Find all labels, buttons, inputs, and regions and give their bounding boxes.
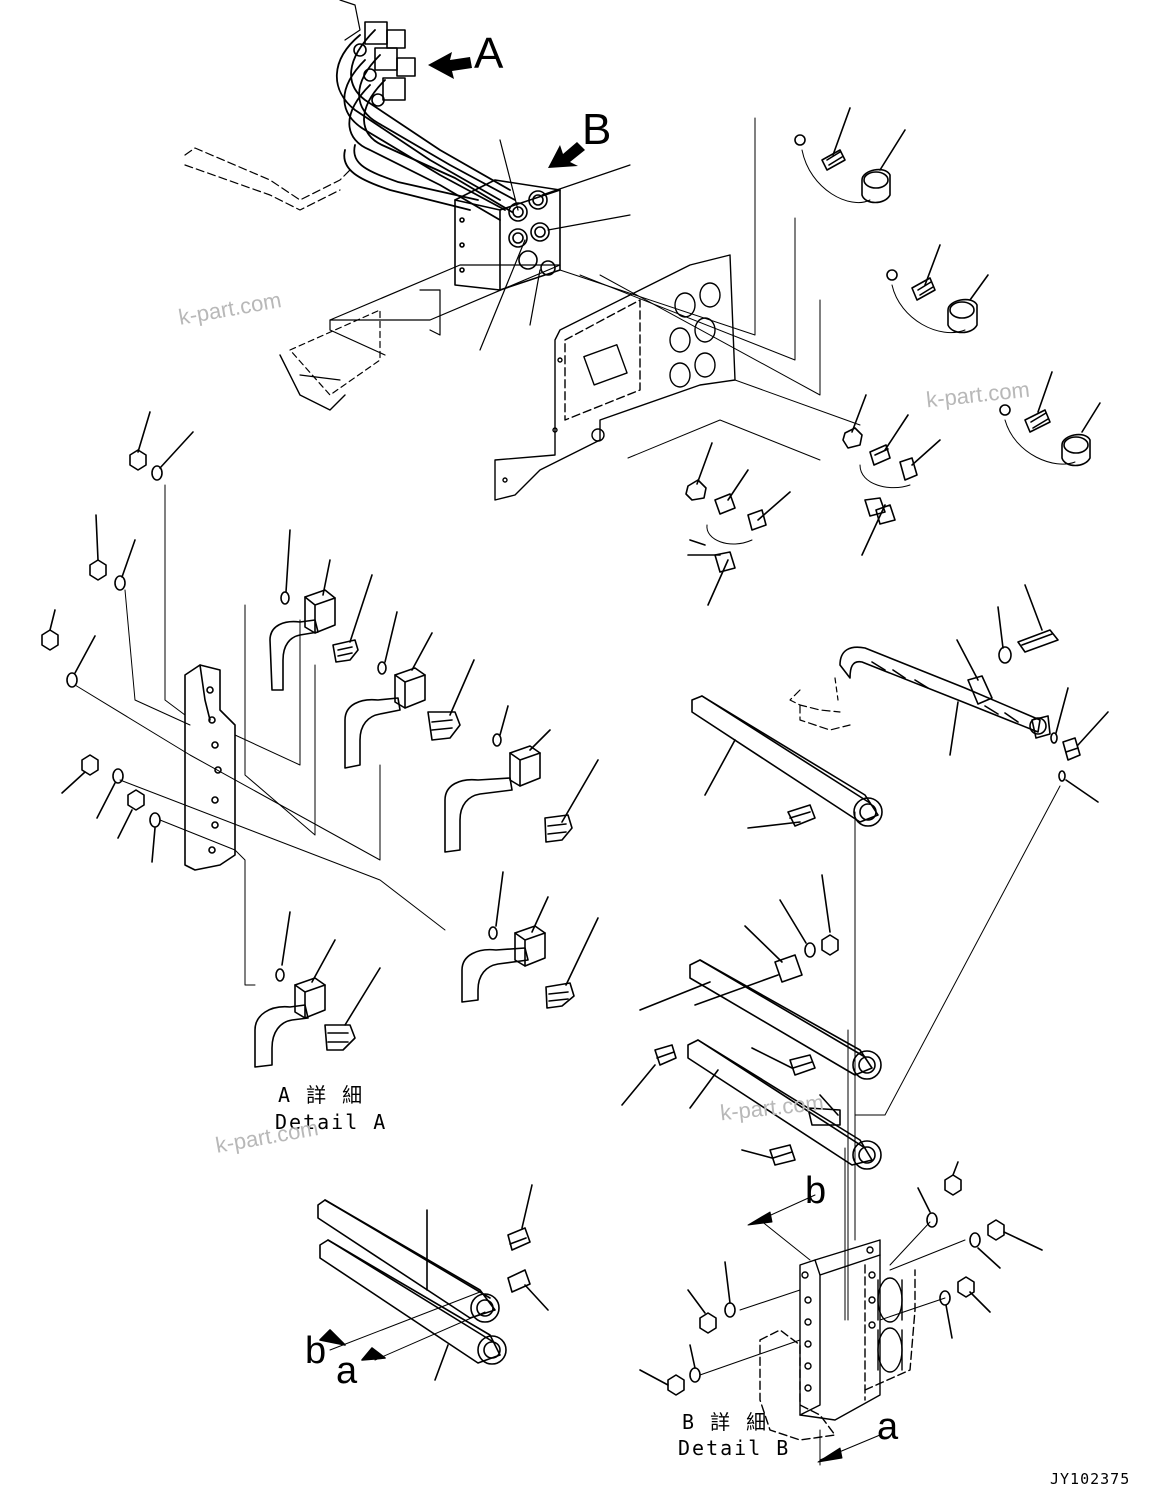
leader-lines-top: [479, 117, 861, 461]
nuts-left: [41, 411, 194, 863]
valve-block: [353, 21, 416, 107]
detail-a-title-en: Detail A: [275, 1110, 388, 1134]
detail-a-title-jp: A 詳 細: [278, 1083, 365, 1107]
detail-a-leaders: [74, 484, 446, 986]
detail-b-title-en: Detail B: [678, 1436, 791, 1460]
section-a-left-label: a: [336, 1350, 358, 1392]
detail-b-nuts: [639, 1161, 1043, 1396]
view-arrows: [428, 52, 585, 168]
lower-left-pipes: [317, 1184, 549, 1381]
detail-b-bracket: [759, 1239, 916, 1466]
elbow-tubes: [254, 529, 599, 1068]
section-b-upper-label: b: [805, 1170, 827, 1212]
view-b-label: B: [582, 105, 612, 154]
section-arrows: [747, 1194, 881, 1463]
b-leaders: [844, 811, 856, 1321]
mounting-plate: [494, 254, 736, 501]
detail-b-pipes: [621, 695, 883, 1170]
small-fittings: [685, 394, 941, 606]
detail-a-plate: [184, 664, 236, 871]
drawing-code: JY102375: [1050, 1470, 1131, 1488]
detail-b-title-jp: B 詳 細: [682, 1410, 769, 1434]
plugs-right: [794, 107, 1101, 467]
section-b-left-label: b: [305, 1330, 327, 1372]
section-a-lower-label: a: [877, 1406, 899, 1448]
view-a-label: A: [474, 29, 504, 78]
hose-assembly-right: [789, 584, 1109, 1116]
distribution-block: [454, 179, 561, 291]
top-frame: [184, 0, 561, 411]
